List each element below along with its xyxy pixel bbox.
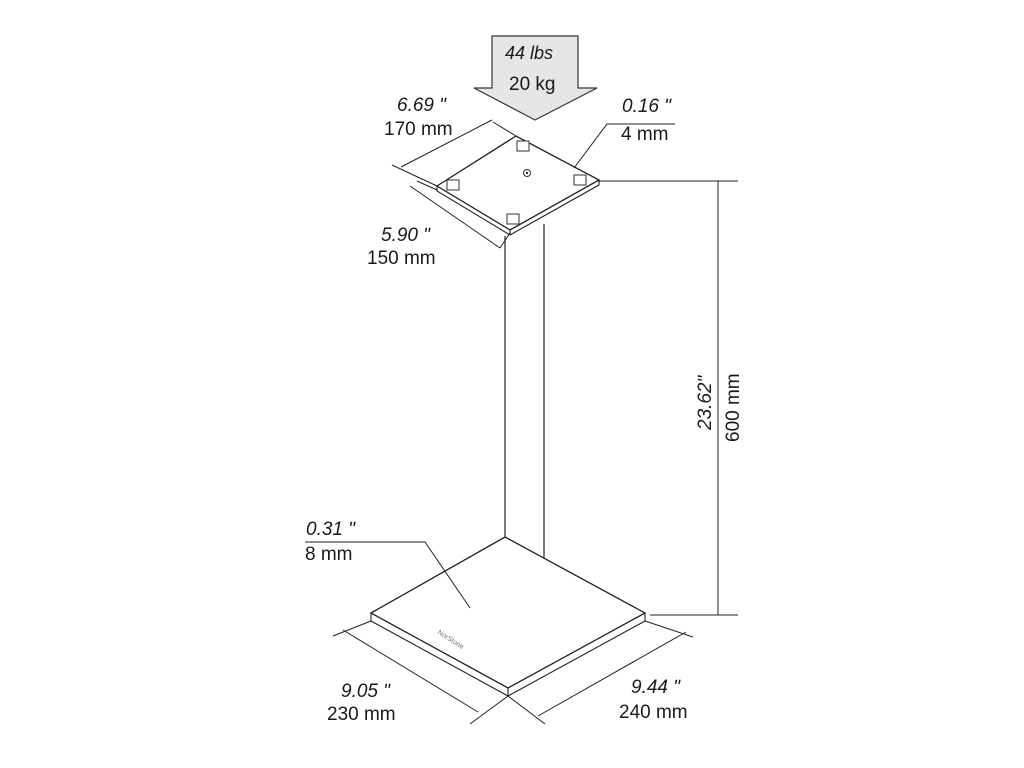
top-plate <box>435 135 601 236</box>
top-width-in-label: 6.69 ʺ <box>397 95 447 116</box>
pad-bottom <box>506 213 520 225</box>
load-kg-label: 20 kg <box>509 74 556 95</box>
load-lbs-label: 44 lbs <box>505 43 554 63</box>
base-depth-mm-label: 240 mm <box>619 702 688 723</box>
base-depth-in-label: 9.44 ʺ <box>631 677 681 698</box>
pad-left <box>446 179 460 191</box>
load-arrow <box>473 35 598 121</box>
top-thickness-in-label: 0.16 ʺ <box>622 96 672 117</box>
dimension-lines <box>305 119 738 725</box>
pad-top <box>516 140 530 152</box>
base-thickness-mm-label: 8 mm <box>305 544 353 565</box>
top-thickness-mm-label: 4 mm <box>621 124 669 145</box>
base-width-mm-label: 230 mm <box>327 704 396 725</box>
base-width-in-label: 9.05 ʺ <box>341 681 391 702</box>
top-depth-mm-label: 150 mm <box>367 248 436 269</box>
base-thickness-in-label: 0.31 ʺ <box>306 519 356 540</box>
top-depth-in-label: 5.90 ʺ <box>381 225 431 246</box>
height-in-label: 23.62ʺ <box>695 375 716 430</box>
top-width-mm-label: 170 mm <box>384 119 453 140</box>
height-mm-label: 600 mm <box>723 373 744 442</box>
pad-right <box>573 174 587 186</box>
